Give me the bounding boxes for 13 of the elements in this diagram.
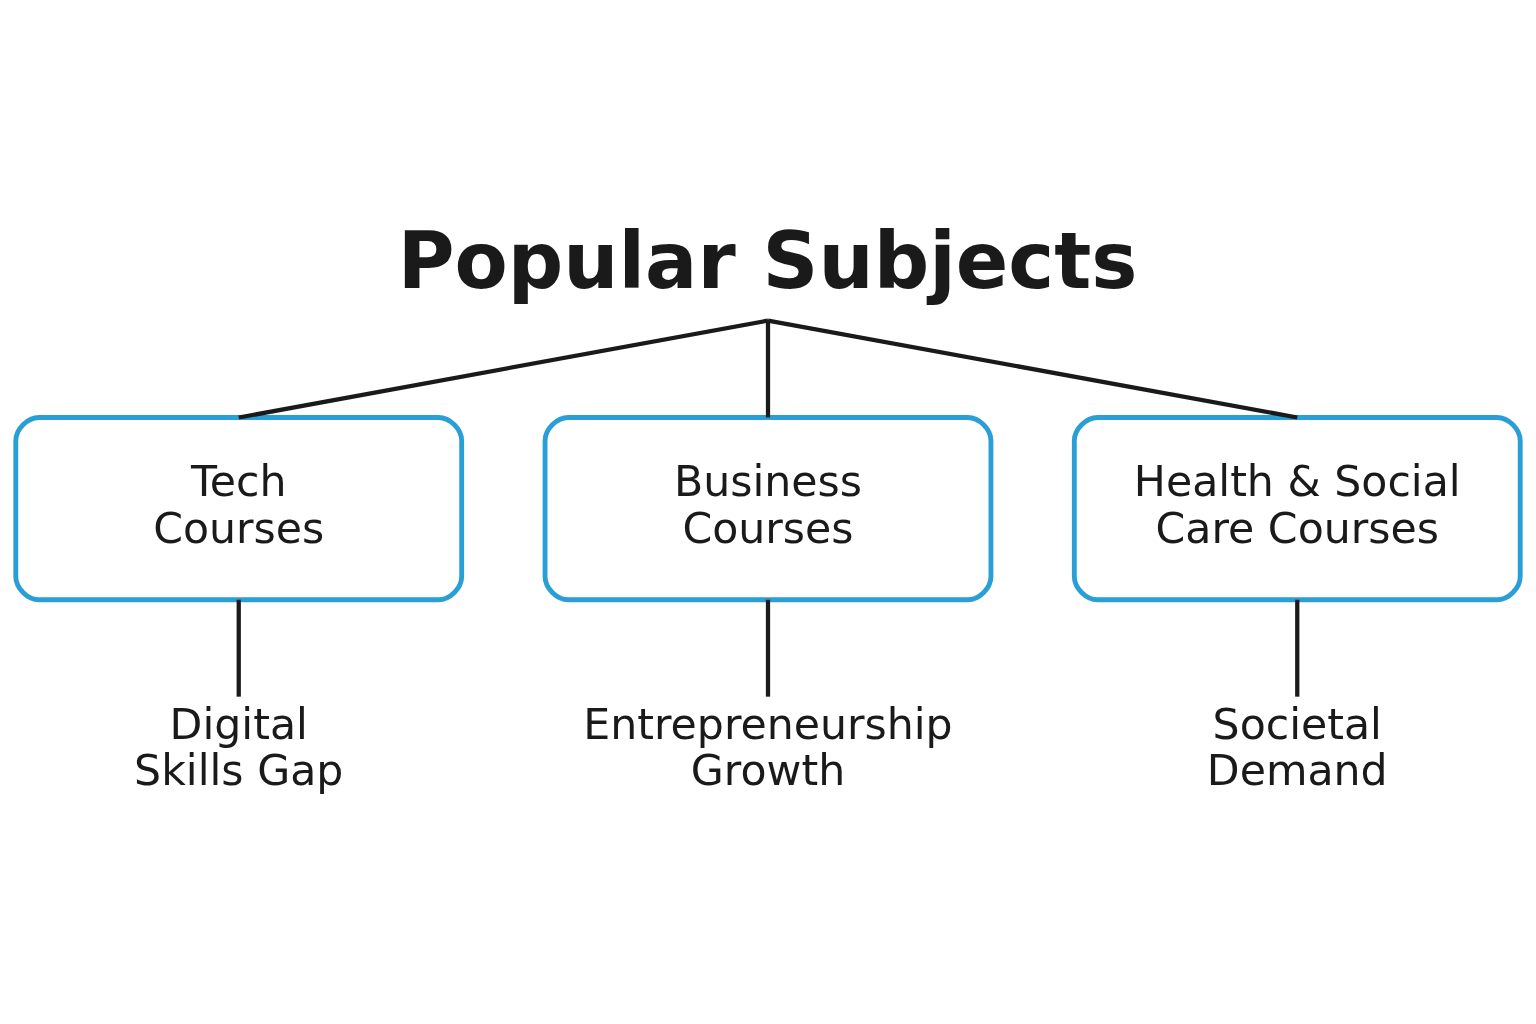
node-box: Business Courses	[542, 414, 994, 602]
node-text: Entrepreneurship Growth	[583, 698, 953, 795]
connector	[765, 320, 771, 417]
node-box: Tech Courses	[13, 414, 465, 602]
connector	[767, 317, 1298, 420]
connector	[238, 317, 769, 420]
connector	[1295, 599, 1300, 697]
connector	[236, 599, 241, 697]
node-text: Digital Skills Gap	[134, 698, 344, 795]
node-box: Health & Social Care Courses	[1071, 414, 1523, 602]
node-text: Societal Demand	[1206, 698, 1388, 795]
connector	[765, 599, 771, 697]
node-text: Popular Subjects	[397, 215, 1138, 306]
